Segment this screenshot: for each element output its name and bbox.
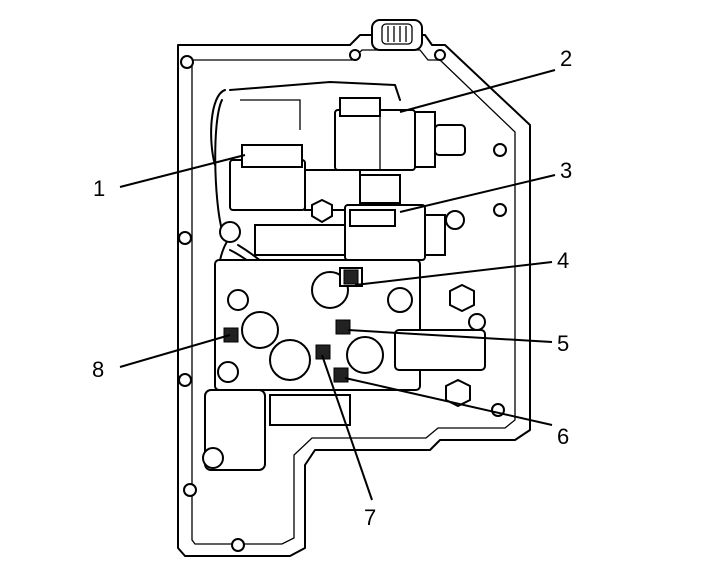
callout-5: 5 [557, 331, 569, 356]
leader-lines [119, 69, 556, 501]
callout-7: 7 [364, 505, 376, 530]
callout-3: 3 [560, 158, 572, 183]
solenoid-3 [219, 204, 465, 261]
callout-6: 6 [557, 424, 569, 449]
callout-4: 4 [557, 248, 569, 273]
solenoid-2 [334, 97, 466, 171]
callout-2: 2 [560, 46, 572, 71]
solenoid-1 [229, 144, 401, 224]
callout-8: 8 [92, 357, 104, 382]
callout-1: 1 [93, 176, 105, 201]
electrical-connector [371, 19, 423, 51]
lower-components [202, 259, 486, 471]
